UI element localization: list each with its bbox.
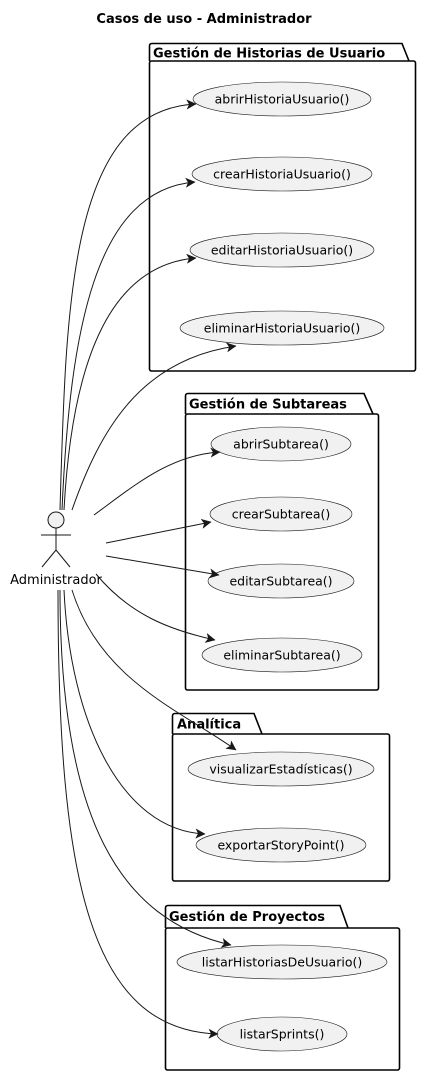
package-frame bbox=[184, 413, 380, 691]
use-case-eliminar-historia-usuario: eliminarHistoriaUsuario() bbox=[179, 310, 385, 346]
package-tab bbox=[148, 42, 410, 62]
edge-eliminar-subtarea bbox=[95, 573, 216, 643]
edge-abrir-historia-usuario bbox=[59, 99, 197, 511]
use-case-label: crearSubtarea() bbox=[232, 507, 331, 522]
use-case-exportar-story-point: exportarStoryPoint() bbox=[195, 827, 367, 863]
actor-label: Administrador bbox=[10, 573, 102, 588]
edge-crear-historia-usuario bbox=[61, 177, 196, 511]
package-tab bbox=[184, 392, 374, 415]
edge-exportar-story-point bbox=[63, 589, 206, 839]
use-case-label: editarHistoriaUsuario() bbox=[211, 243, 353, 258]
use-case-abrir-subtarea: abrirSubtarea() bbox=[210, 426, 352, 462]
use-case-label: listarSprints() bbox=[240, 1027, 325, 1042]
edge-listar-sprints bbox=[57, 589, 219, 1039]
package-subtareas: Gestión de Subtareas abrirSubtarea() cre… bbox=[184, 392, 380, 691]
use-case-editar-historia-usuario: editarHistoriaUsuario() bbox=[189, 232, 375, 268]
package-proyectos: Gestión de Proyectos listarHistoriasDeUs… bbox=[164, 904, 401, 1071]
use-case-label: crearHistoriaUsuario() bbox=[213, 167, 351, 182]
use-case-crear-subtarea: crearSubtarea() bbox=[209, 496, 353, 532]
use-case-listar-historias-de-usuario: listarHistoriasDeUsuario() bbox=[176, 944, 388, 980]
diagram-title: Casos de uso - Administrador bbox=[96, 12, 312, 27]
edge-listar-historias-de-usuario bbox=[59, 589, 232, 948]
use-case-label: listarHistoriasDeUsuario() bbox=[202, 955, 362, 970]
use-case-label: eliminarHistoriaUsuario() bbox=[204, 321, 360, 336]
package-tab bbox=[171, 712, 263, 735]
edge-editar-historia-usuario bbox=[63, 253, 197, 511]
package-analitica: Analítica visualizarEstadísticas() expor… bbox=[171, 712, 391, 882]
use-case-label: visualizarEstadísticas() bbox=[209, 762, 352, 777]
use-case-crear-historia-usuario: crearHistoriaUsuario() bbox=[191, 156, 373, 192]
use-case-abrir-historia-usuario: abrirHistoriaUsuario() bbox=[192, 81, 372, 117]
use-case-label: eliminarSubtarea() bbox=[223, 648, 340, 663]
use-case-label: abrirSubtarea() bbox=[233, 437, 329, 452]
actor-stick-figure bbox=[41, 511, 71, 568]
package-frame bbox=[148, 60, 417, 372]
use-case-label: abrirHistoriaUsuario() bbox=[215, 92, 350, 107]
use-case-label: editarSubtarea() bbox=[229, 574, 332, 589]
package-title: Gestión de Proyectos bbox=[169, 910, 325, 925]
use-case-listar-sprints: listarSprints() bbox=[216, 1016, 348, 1052]
package-title: Gestión de Subtareas bbox=[189, 398, 347, 413]
package-title: Gestión de Historias de Usuario bbox=[153, 47, 385, 62]
use-case-visualizar-estadisticas: visualizarEstadísticas() bbox=[187, 751, 375, 787]
edge-eliminar-historia-usuario bbox=[71, 342, 237, 511]
actor-administrador: Administrador bbox=[10, 511, 103, 588]
package-title: Analítica bbox=[177, 718, 241, 733]
edge-visualizar-estadisticas bbox=[71, 589, 237, 751]
edge-editar-subtarea bbox=[105, 555, 220, 579]
edge-abrir-subtarea bbox=[93, 447, 221, 516]
use-case-eliminar-subtarea: eliminarSubtarea() bbox=[201, 637, 363, 673]
package-tab bbox=[164, 904, 349, 929]
edge-crear-subtarea bbox=[105, 518, 212, 544]
association-edges bbox=[57, 99, 237, 1039]
use-case-label: exportarStoryPoint() bbox=[217, 838, 344, 853]
use-case-editar-subtarea: editarSubtarea() bbox=[207, 563, 355, 599]
package-historias-usuario: Gestión de Historias de Usuario abrirHis… bbox=[148, 42, 417, 372]
